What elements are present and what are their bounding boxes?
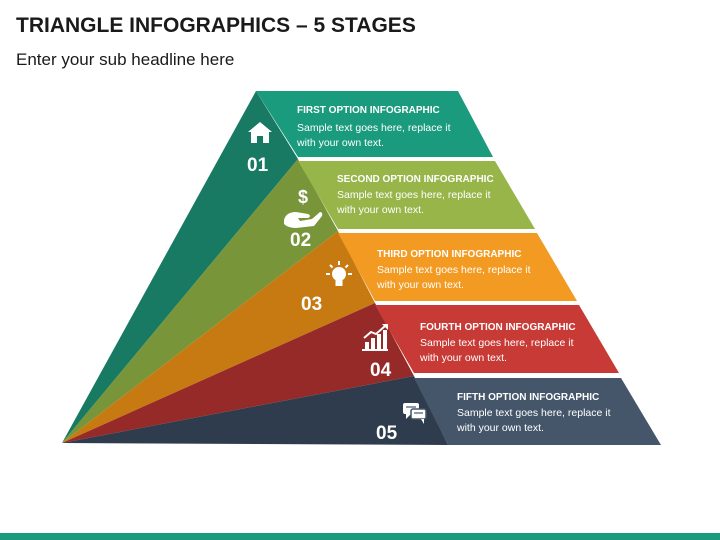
stage-1-side <box>62 91 298 443</box>
page-subtitle: Enter your sub headline here <box>16 50 235 69</box>
stage-4-band <box>375 305 619 373</box>
stage-5-text-line1: Sample text goes here, replace it <box>457 407 611 419</box>
stage-4-text-line1: Sample text goes here, replace it <box>420 337 574 349</box>
svg-text:$: $ <box>298 187 308 207</box>
stage-3-title: THIRD OPTION INFOGRAPHIC <box>377 249 521 260</box>
stage-2-title: SECOND OPTION INFOGRAPHIC <box>337 174 494 185</box>
stage-1-title: FIRST OPTION INFOGRAPHIC <box>297 105 440 116</box>
stage-4-number: 04 <box>370 360 392 381</box>
stage-4-side <box>62 303 414 443</box>
stage-1-text-line1: Sample text goes here, replace it <box>297 122 451 134</box>
stage-1-band <box>256 91 493 157</box>
stage-3-band <box>338 233 577 301</box>
stage-2-number: 02 <box>290 230 311 251</box>
stage-5-text-line2: with your own text. <box>456 422 544 434</box>
stage-3-number: 03 <box>301 294 322 315</box>
stage-4-title: FOURTH OPTION INFOGRAPHIC <box>420 322 576 333</box>
stage-5-number: 05 <box>376 423 398 444</box>
page-title: TRIANGLE INFOGRAPHICS – 5 STAGES <box>16 14 416 37</box>
stage-1-number: 01 <box>247 155 269 176</box>
money-hand-icon: $ <box>284 187 323 228</box>
stage-2-side <box>62 159 338 443</box>
stage-3-side <box>62 231 375 443</box>
lightbulb-icon <box>326 261 352 286</box>
bottom-accent-bar <box>0 533 720 540</box>
growth-chart-icon <box>362 324 388 351</box>
stage-2-band <box>298 161 535 229</box>
stage-5-title: FIFTH OPTION INFOGRAPHIC <box>457 392 599 403</box>
chat-bubbles-icon <box>403 403 427 424</box>
stage-5-side <box>62 376 448 445</box>
stage-1-text-line2: with your own text. <box>296 137 384 149</box>
stage-2-text-line2: with your own text. <box>336 204 424 216</box>
stage-3-text-line1: Sample text goes here, replace it <box>377 264 531 276</box>
home-icon <box>248 122 272 143</box>
stage-2-text-line1: Sample text goes here, replace it <box>337 189 491 201</box>
stage-3-text-line2: with your own text. <box>376 279 464 291</box>
stage-5-band <box>414 378 661 445</box>
stage-4-text-line2: with your own text. <box>419 352 507 364</box>
